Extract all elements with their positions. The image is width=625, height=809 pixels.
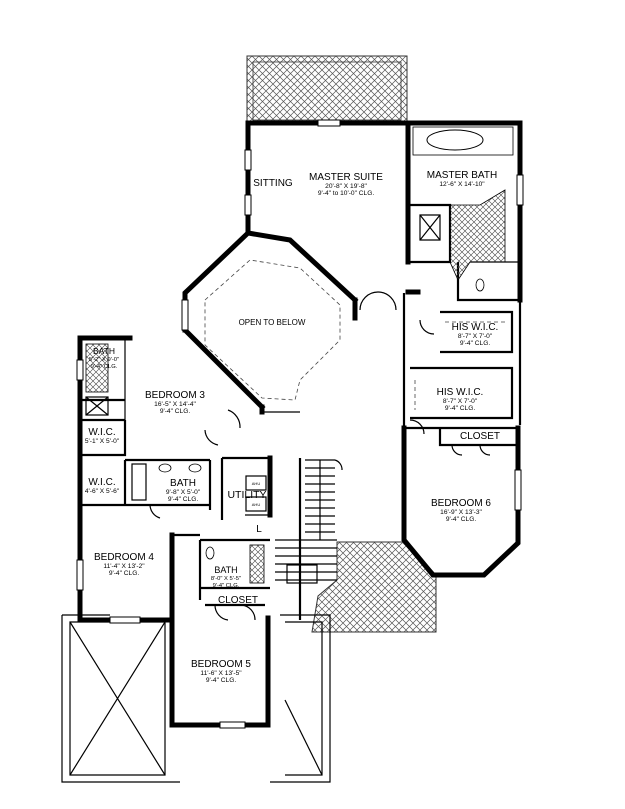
staircase xyxy=(275,459,343,584)
clg-bedroom-6: 9'-4" CLG. xyxy=(446,516,477,523)
size-bath-mid: 9'-8" X 5'-0" xyxy=(166,489,201,496)
label-closet-mid: CLOSET xyxy=(218,595,258,606)
clg-bedroom-5: 9'-4" CLG. xyxy=(206,677,237,684)
label-sitting: SITTING xyxy=(253,178,293,189)
label-utility: UTILITY xyxy=(227,489,266,501)
clg-his-wic-1: 9'-4" CLG. xyxy=(460,340,491,347)
clg-bath-left: 9'-4" CLG. xyxy=(91,364,118,370)
label-master-suite: MASTER SUITE xyxy=(309,172,383,183)
label-wic-1: W.I.C. xyxy=(88,427,115,438)
clg-bedroom-3: 9'-4" CLG. xyxy=(160,408,191,415)
doors xyxy=(149,291,491,621)
size-bedroom-5: 11'-6" X 13'-5" xyxy=(200,670,242,677)
label-master-bath: MASTER BATH xyxy=(427,170,497,181)
size-bath-left: 5'-2" X 9'-0" xyxy=(89,357,119,363)
clg-master-suite: 9'-4" to 10'-0" CLG. xyxy=(318,190,374,197)
label-bedroom-3: BEDROOM 3 xyxy=(145,390,205,401)
size-master-bath: 12'-6" X 14'-10" xyxy=(439,181,485,188)
size-bath-small: 8'-0" X 5'-5" xyxy=(211,576,241,582)
label-bedroom-6: BEDROOM 6 xyxy=(431,498,491,509)
room-labels: SITTING MASTER SUITE 20'-8" X 19'-8" 9'-… xyxy=(85,170,500,684)
size-master-suite: 20'-8" X 19'-8" xyxy=(325,183,367,190)
label-bedroom-5: BEDROOM 5 xyxy=(191,659,251,670)
clg-his-wic-2: 9'-4" CLG. xyxy=(445,405,476,412)
balcony-top xyxy=(246,55,408,124)
size-wic-2: 4'-6" X 5'-6" xyxy=(85,488,120,495)
open-to-below-outline xyxy=(204,259,341,401)
label-closet-right: CLOSET xyxy=(460,431,500,442)
label-bath-small: BATH xyxy=(214,565,237,575)
label-open-to-below: OPEN TO BELOW xyxy=(239,318,306,327)
fixtures: AHU AHU xyxy=(85,126,514,584)
label-bedroom-4: BEDROOM 4 xyxy=(94,552,154,563)
label-his-wic-2: HIS W.I.C. xyxy=(437,387,484,398)
clg-bath-mid: 9'-4" CLG. xyxy=(168,496,199,503)
size-his-wic-2: 8'-7" X 7'-0" xyxy=(443,398,478,405)
windows xyxy=(76,119,524,729)
label-linen: L xyxy=(256,524,262,535)
roof-outline xyxy=(61,614,331,783)
label-bath-left: BATH xyxy=(93,346,115,356)
size-bedroom-3: 16'-5" X 14'-4" xyxy=(154,401,196,408)
label-his-wic-1: HIS W.I.C. xyxy=(452,322,499,333)
size-his-wic-1: 8'-7" X 7'-0" xyxy=(458,333,493,340)
label-bath-mid: BATH xyxy=(170,478,196,489)
bathtub-oval xyxy=(426,129,484,151)
ahu-label-1: AHU xyxy=(252,481,261,486)
clg-bath-small: 9'-4" CLG. xyxy=(213,583,240,589)
size-bedroom-4: 11'-4" X 13'-2" xyxy=(103,563,145,570)
size-wic-1: 5'-1" X 5'-0" xyxy=(85,438,120,445)
label-wic-2: W.I.C. xyxy=(88,477,115,488)
clg-bedroom-4: 9'-4" CLG. xyxy=(109,570,140,577)
ahu-label-2: AHU xyxy=(252,502,261,507)
size-bedroom-6: 16'-9" X 13'-3" xyxy=(440,509,482,516)
